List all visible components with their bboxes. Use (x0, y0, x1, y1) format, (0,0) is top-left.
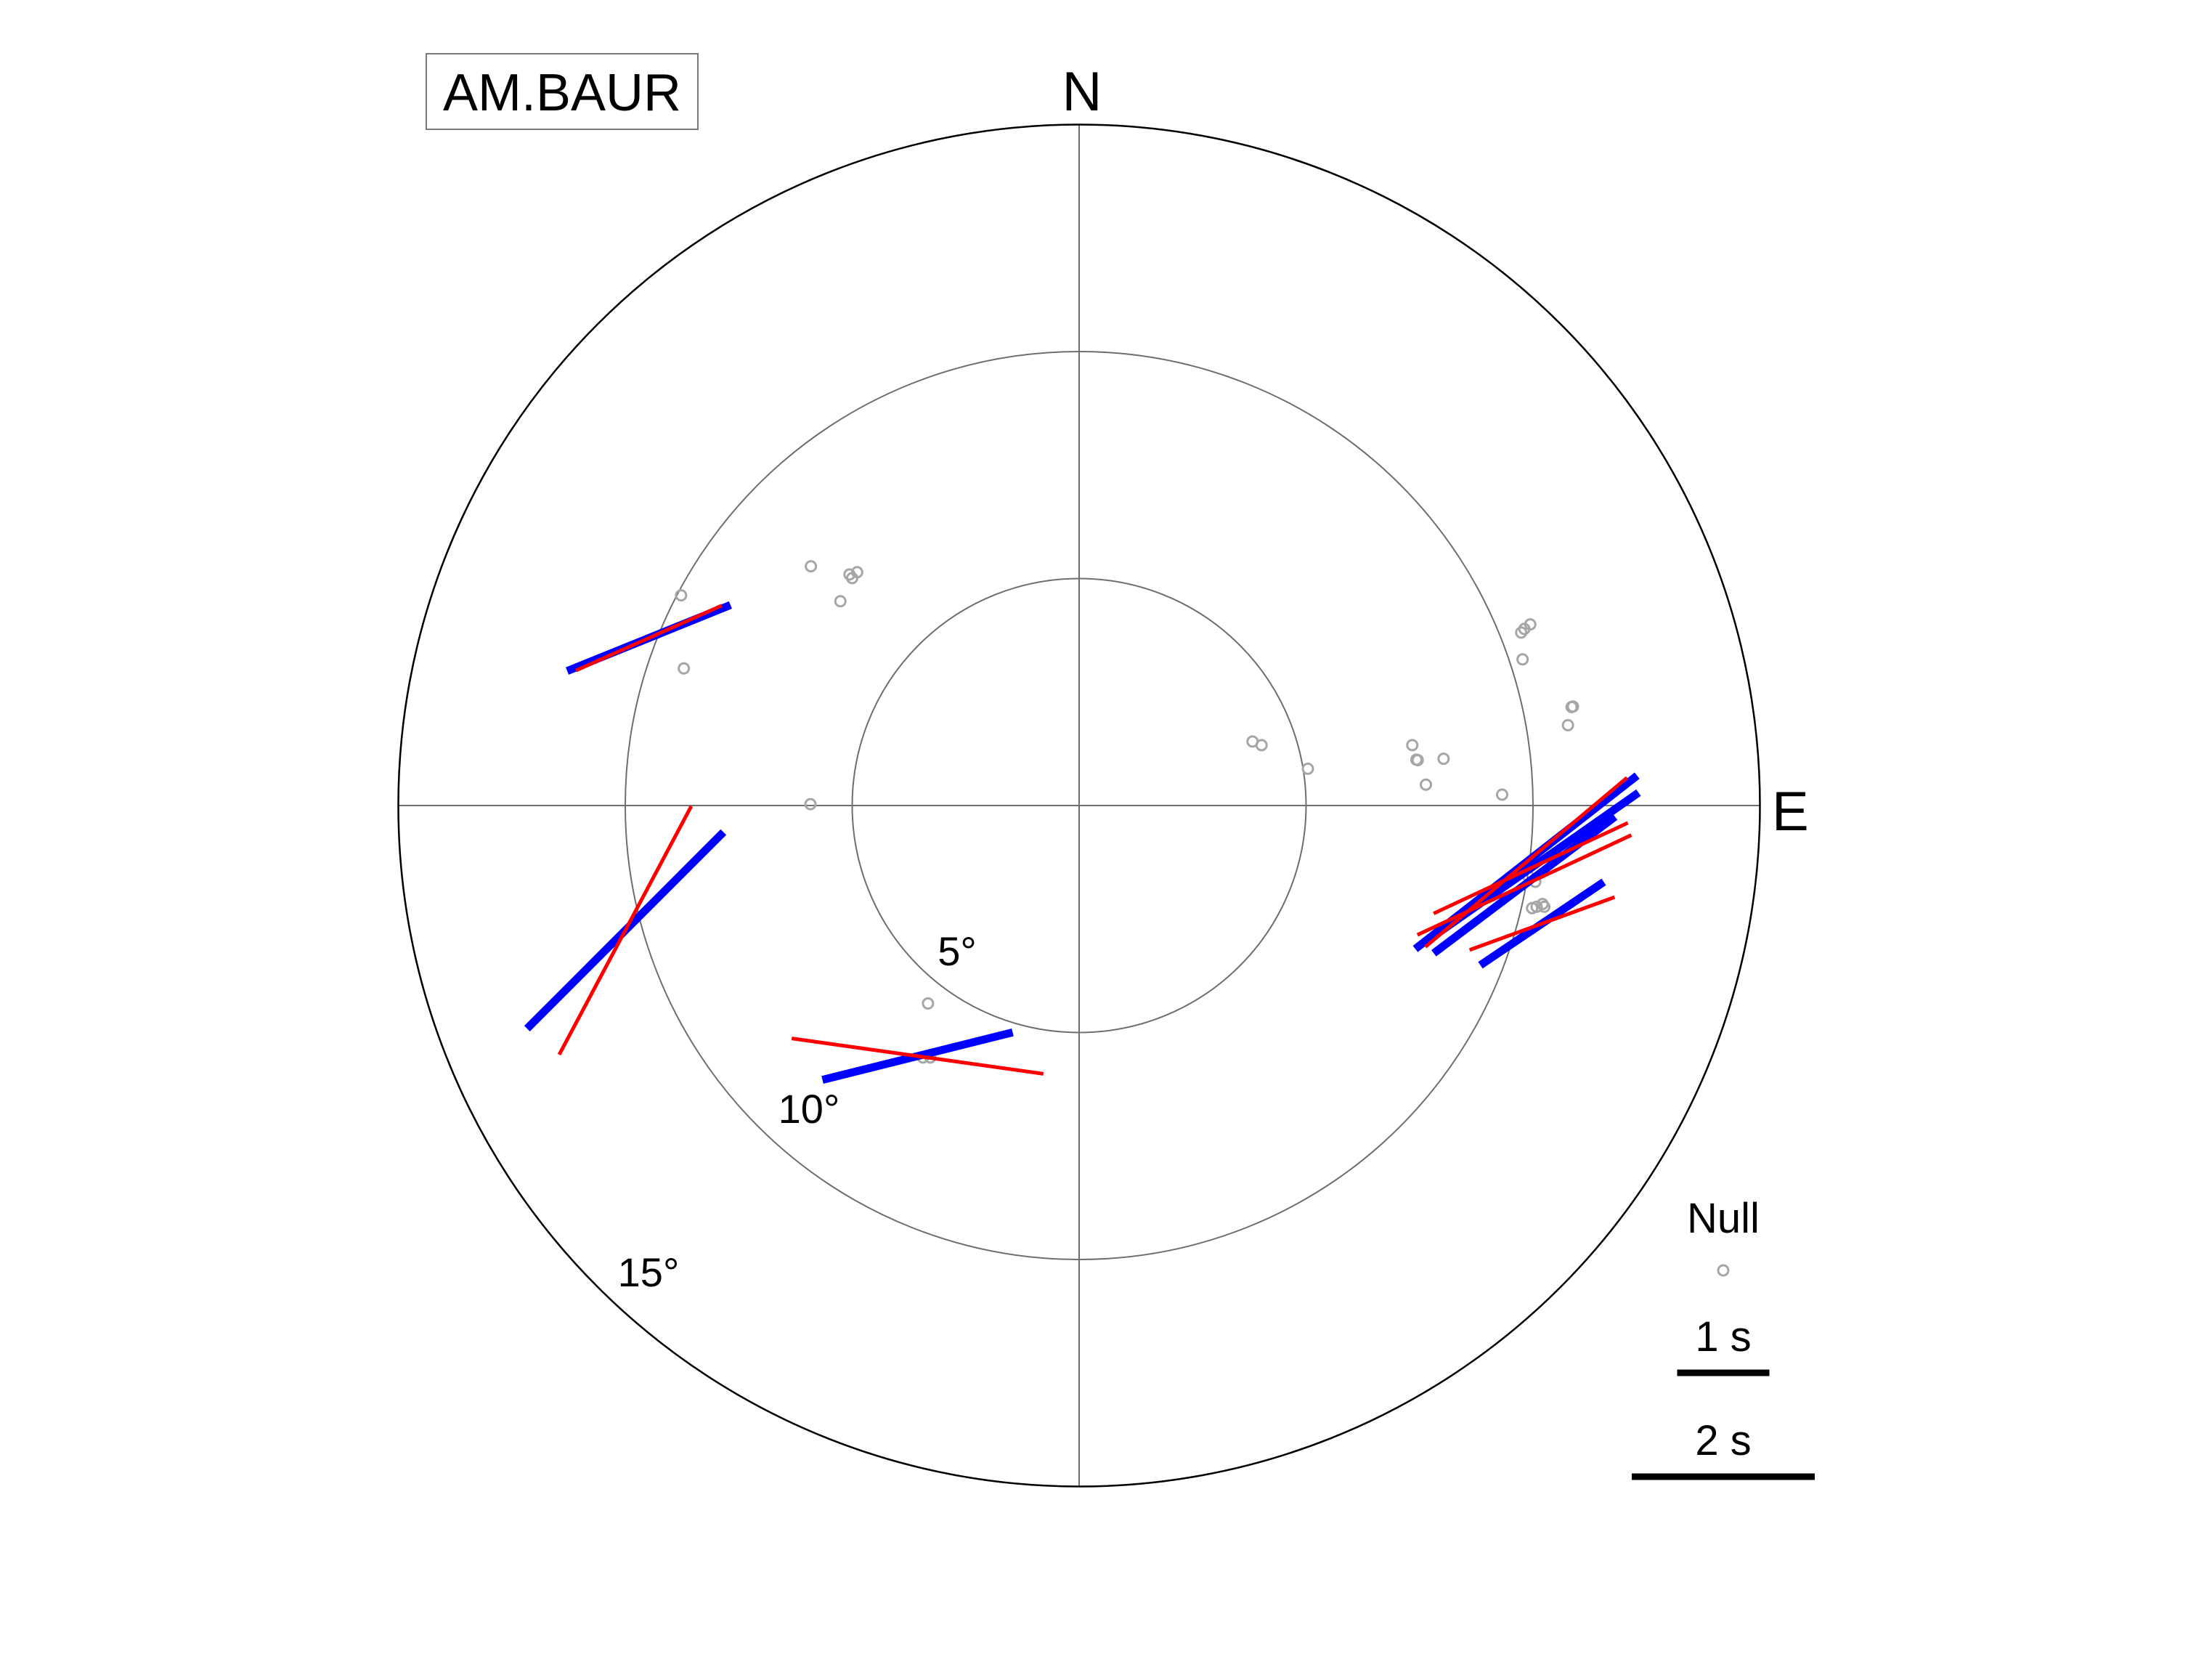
null-point (675, 589, 688, 602)
reference-bars-layer (557, 604, 1632, 1076)
split-bars-layer (524, 601, 1641, 1084)
null-point (1530, 900, 1543, 913)
ring-10deg (625, 351, 1534, 1260)
legend-scale-2s-label: 2 s (1695, 1417, 1751, 1464)
north-label: N (1062, 61, 1102, 123)
null-point (834, 595, 847, 608)
null-point (1420, 778, 1432, 791)
ring-label-10: 10° (778, 1086, 840, 1132)
null-point (922, 997, 935, 1010)
ring-5deg (851, 577, 1307, 1034)
station-label-box (426, 53, 699, 130)
null-point (1516, 653, 1529, 666)
null-point (1255, 739, 1268, 752)
reference-bar (574, 604, 723, 673)
null-point (843, 568, 856, 581)
null-point (1406, 739, 1419, 752)
null-points-layer (675, 560, 1579, 1064)
null-point (804, 798, 817, 811)
grid-layer (397, 123, 1761, 1488)
null-point (1536, 898, 1549, 911)
reference-bar (1433, 821, 1629, 915)
null-point (1301, 762, 1314, 775)
null-point (1437, 753, 1450, 766)
null-point (1561, 718, 1574, 731)
reference-bar (1468, 895, 1616, 952)
legend-null-label: Null (1687, 1195, 1760, 1242)
reference-bar (1424, 776, 1629, 949)
null-point (1496, 788, 1508, 801)
station-label: AM.BAUR (443, 64, 681, 122)
null-point (1411, 754, 1424, 766)
ring-label-15: 15° (618, 1249, 680, 1295)
null-point (1566, 700, 1579, 713)
null-point (678, 662, 691, 675)
legend-null-marker (1717, 1264, 1730, 1277)
east-label: E (1772, 781, 1809, 843)
reference-bar (557, 805, 694, 1056)
ring-15deg (397, 123, 1761, 1488)
reference-bar (1416, 833, 1632, 937)
legend-scale-1s-label: 1 s (1695, 1313, 1751, 1360)
ring-label-5: 5° (938, 928, 977, 974)
reference-bar (791, 1037, 1044, 1076)
null-point (805, 560, 818, 573)
null-point (1524, 618, 1537, 631)
